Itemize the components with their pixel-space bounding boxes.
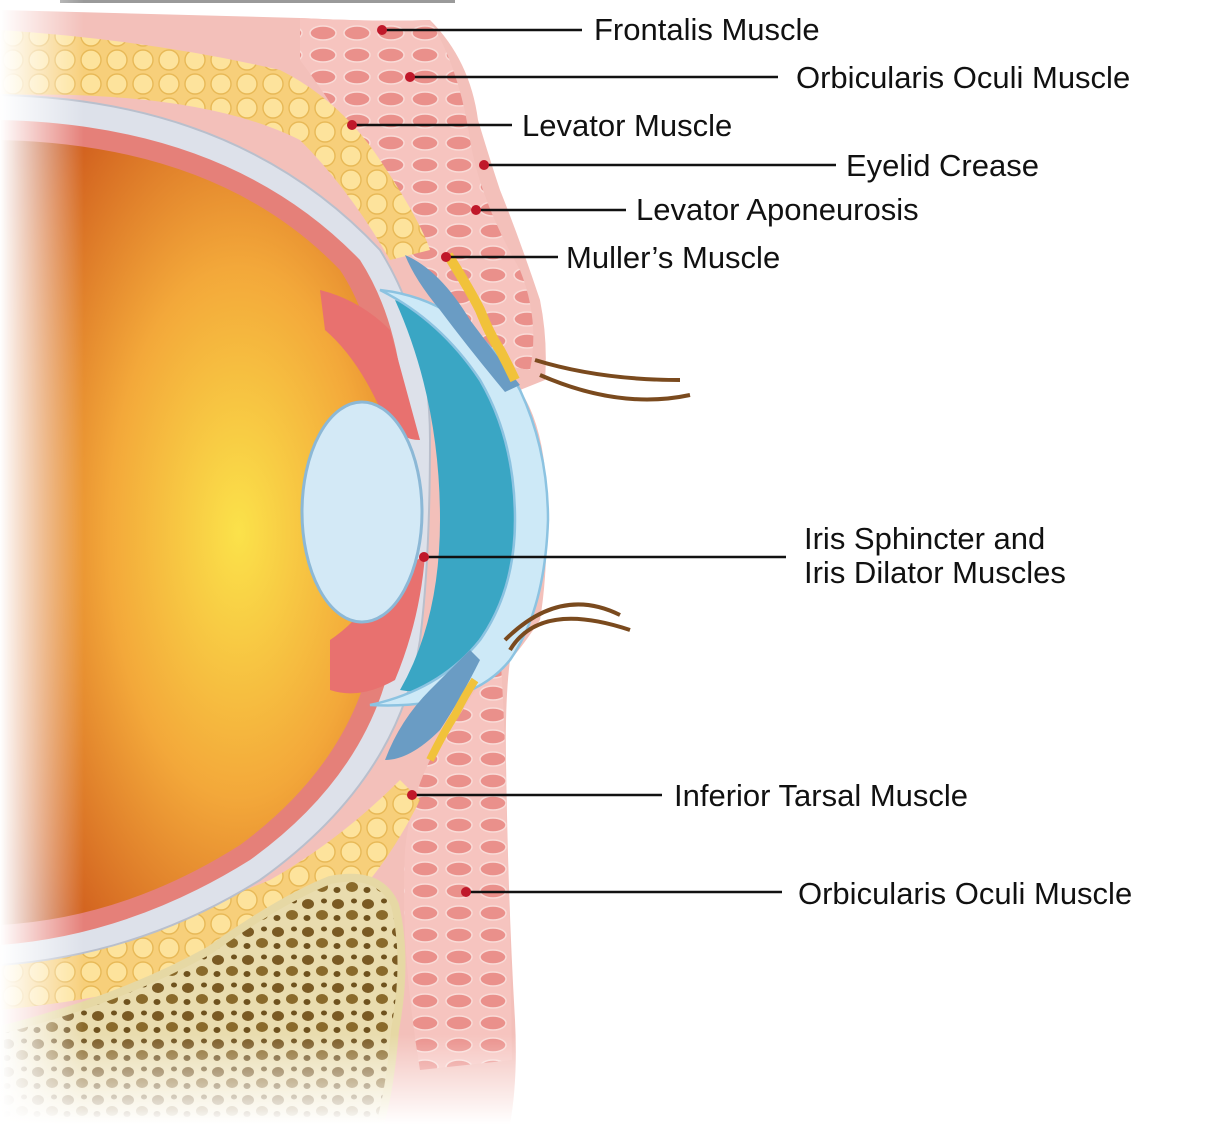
label-frontalis: Frontalis Muscle	[594, 12, 820, 47]
label-iris-line1: Iris Sphincter and	[804, 521, 1045, 556]
label-eyelid-crease: Eyelid Crease	[846, 148, 1039, 183]
frontalis-dot	[377, 25, 387, 35]
label-muller: Muller’s Muscle	[566, 240, 780, 275]
levator-muscle-dot	[347, 120, 357, 130]
inferior-tarsal-dot	[407, 790, 417, 800]
label-orbicularis-upper: Orbicularis Oculi Muscle	[796, 60, 1130, 95]
bottom-fade	[0, 900, 560, 1124]
label-inferior-tarsal: Inferior Tarsal Muscle	[674, 778, 968, 813]
muller-dot	[441, 252, 451, 262]
eyelid-crease-dot	[479, 160, 489, 170]
orbicularis-upper-dot	[405, 72, 415, 82]
lens	[302, 402, 422, 622]
iris-dot	[419, 552, 429, 562]
label-iris-line2: Iris Dilator Muscles	[804, 555, 1066, 590]
label-levator-muscle: Levator Muscle	[522, 108, 732, 143]
label-levator-aponeurosis: Levator Aponeurosis	[636, 192, 919, 227]
upper-eyelashes	[535, 360, 690, 400]
eye-cross-section-illustration	[0, 0, 690, 1124]
orbicularis-lower-dot	[461, 887, 471, 897]
label-orbicularis-lower: Orbicularis Oculi Muscle	[798, 876, 1132, 911]
labels: Frontalis Muscle Orbicularis Oculi Muscl…	[522, 12, 1132, 911]
levator-aponeurosis-dot	[471, 205, 481, 215]
